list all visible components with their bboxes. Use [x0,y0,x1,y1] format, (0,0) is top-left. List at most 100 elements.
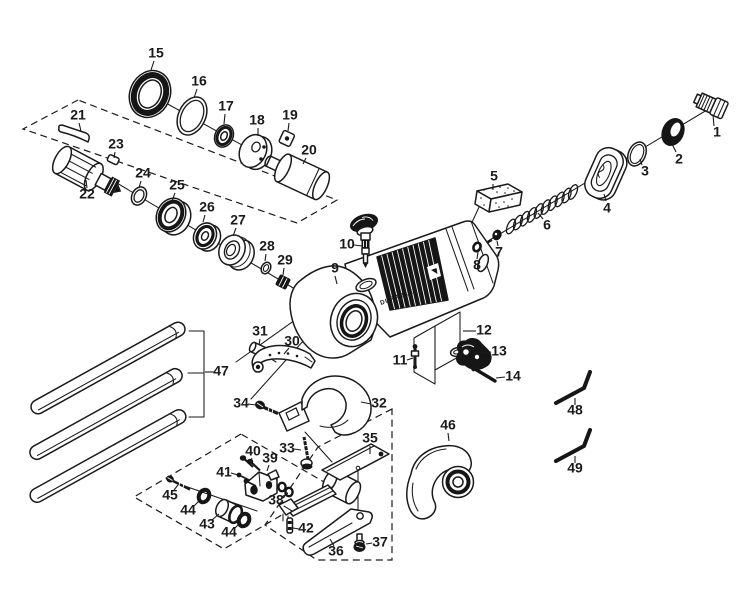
part-label-32: 32 [371,395,387,411]
part-6-spring [505,184,579,235]
part-leader-23 [113,151,116,159]
part-leader-14 [495,376,506,379]
part-34-screw [255,400,279,415]
part-label-15: 15 [148,45,164,61]
part-leader-6 [537,212,544,220]
part-label-9: 9 [331,260,339,276]
part-leader-8 [476,251,479,260]
part-label-8: 8 [473,257,481,273]
part-label-46: 46 [440,417,456,433]
part-32-guard-shoe [278,375,372,436]
part-label-34: 34 [233,395,249,411]
part-label-14: 14 [505,368,521,384]
part-leader-22 [85,179,88,189]
part-label-39: 39 [262,450,278,466]
part-leader-37 [365,542,373,545]
part-27-threaded-plug [218,234,255,271]
blade-holder-callout-box [264,408,393,561]
part-label-10: 10 [339,236,355,252]
part-37-screw [353,533,366,552]
part-leader-31 [258,338,261,346]
part-label-13: 13 [491,343,507,359]
part-leader-20 [302,157,307,165]
part-label-4: 4 [603,200,611,216]
part-label-40: 40 [245,443,261,459]
part-label-28: 28 [259,238,275,254]
part-17-bearing [213,124,235,148]
part-label-45: 45 [162,487,178,503]
part-48-hex-wrench [554,370,592,405]
part-10-throttle-valve [349,213,379,268]
part-4-inlet-cap [584,146,628,201]
part-label-30: 30 [284,333,300,349]
valve-panel-1 [434,311,461,371]
part-25-bearing [155,197,192,236]
part-leader-24 [138,180,142,189]
part-leader-41 [230,472,239,476]
part-leader-38 [281,492,289,498]
part-label-23: 23 [108,136,124,152]
part-leader-21 [78,122,82,132]
rotor-assembly-callout-box [21,99,339,224]
part-leader-39 [266,464,270,472]
valve-panel-2 [413,325,436,385]
part-leader-15 [150,60,155,71]
part-label-16: 16 [191,73,207,89]
part-2-inlet-bushing [661,118,685,146]
part-label-19: 19 [282,107,298,123]
part-11-valve-pin [410,344,420,369]
part-leader-45 [173,484,179,491]
part-label-20: 20 [301,142,317,158]
part-26-bearing [192,222,222,252]
part-9-housing: DURABLE [289,220,500,359]
part-15-lock-ring [128,69,172,119]
part-44-washer-a [196,487,212,505]
part-24-spacer-ring [130,186,148,206]
part-leader-16 [193,88,198,99]
part-leader-44 [193,499,201,507]
grip-knurl-band [376,237,449,311]
part-7-valve-stem [486,229,502,244]
part-label-1: 1 [713,124,721,140]
part-16-o-ring [176,96,208,136]
part-label-43: 43 [199,516,215,532]
part-14-pivot-pin [471,364,497,383]
part-label-11: 11 [393,352,408,368]
part-leader-4 [603,193,607,202]
part-label-17: 17 [218,98,234,114]
part-leader-33 [293,448,302,451]
part-leader-25 [171,192,176,202]
part-label-21: 21 [70,107,86,123]
part-label-3: 3 [641,163,649,179]
part-18-end-plate [238,133,273,171]
part-leader-3 [639,158,643,166]
part-49-hex-wrench [554,428,592,463]
part-20-cylinder [264,153,331,201]
part-label-25: 25 [169,177,185,193]
part-21-rotor-vane [58,124,90,143]
part-leader-29 [282,267,285,276]
part-label-2: 2 [675,151,683,167]
part-leader-30 [283,347,290,355]
part-leader-26 [202,214,206,223]
part-47-files [29,321,187,504]
part-46-grip-cover [406,444,475,520]
part-leader-13 [480,351,492,354]
part-leader-11 [406,357,414,361]
part-label-38: 38 [268,492,284,508]
part-41-screws [236,472,257,487]
part-5-muffler [474,183,523,213]
part-label-35: 35 [362,430,378,446]
part-leader-2 [671,143,677,153]
part-label-5: 5 [490,168,498,184]
part-label-36: 36 [328,543,344,559]
part-38-nuts [277,481,294,498]
part-13-trigger-lever [456,338,492,370]
part-40-screws [239,455,261,472]
part-label-12: 12 [476,322,492,338]
part-42-pin [286,517,294,534]
part-45-screw [166,475,191,491]
